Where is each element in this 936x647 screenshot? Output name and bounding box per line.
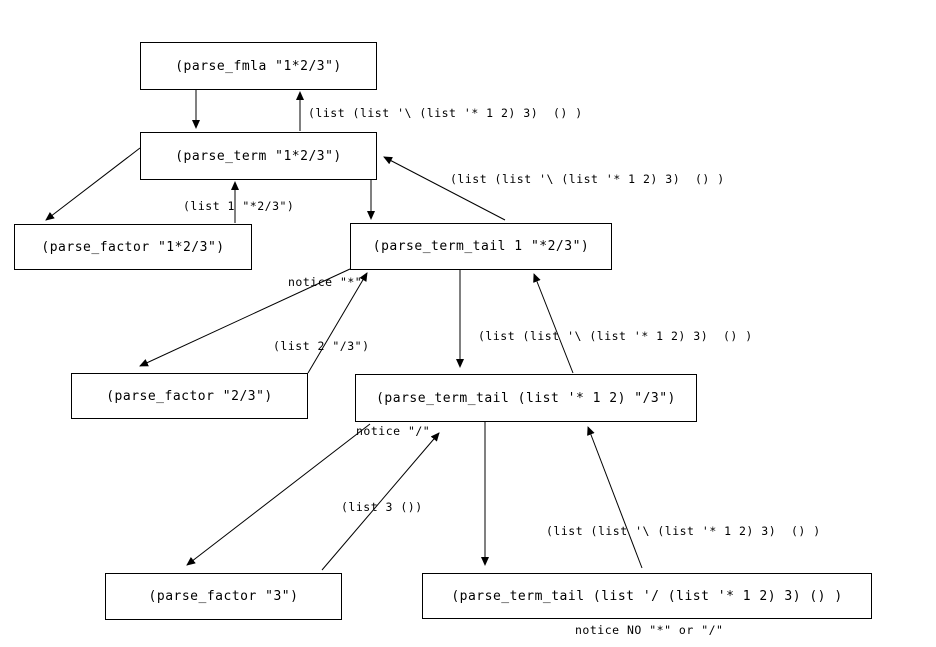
node-parse-term-tail-3: (parse_term_tail (list '/ (list '* 1 2) … bbox=[422, 573, 872, 619]
node-parse-term-tail-2: (parse_term_tail (list '* 1 2) "/3") bbox=[355, 374, 697, 422]
node-parse-factor-1: (parse_factor "1*2/3") bbox=[14, 224, 252, 270]
arrow-call-term-tail2-to-factor3 bbox=[186, 423, 371, 566]
edge-label-return-term-tail3-to-term-tail2: (list (list '\ (list '* 1 2) 3) () ) bbox=[546, 524, 821, 538]
edge-label-return-factor2-to-term-tail1: (list 2 "/3") bbox=[273, 339, 370, 353]
edge-label-return-term-tail2-to-term-tail1: (list (list '\ (list '* 1 2) 3) () ) bbox=[478, 329, 753, 343]
edge-label-return-factor3-to-term-tail2: (list 3 ()) bbox=[341, 500, 423, 514]
annotation-notice-no-star-or-slash: notice NO "*" or "/" bbox=[575, 623, 724, 637]
edge-label-return-term-tail1-to-term: (list (list '\ (list '* 1 2) 3) () ) bbox=[450, 172, 725, 186]
edge-label-return-term-to-fmla: (list (list '\ (list '* 1 2) 3) () ) bbox=[308, 106, 583, 120]
node-parse-factor-3: (parse_factor "3") bbox=[105, 573, 342, 620]
edge-label-return-factor1-to-term: (list 1 "*2/3") bbox=[183, 199, 295, 213]
arrow-return-term-tail1-to-term bbox=[383, 156, 506, 221]
node-parse-term: (parse_term "1*2/3") bbox=[140, 132, 377, 180]
annotation-notice-star: notice "*" bbox=[288, 275, 363, 289]
arrow-return-factor3-to-term-tail2 bbox=[321, 432, 440, 571]
arrow-return-term-tail2-to-term-tail1 bbox=[533, 273, 574, 374]
arrow-return-factor2-to-term-tail1 bbox=[307, 272, 368, 374]
arrow-call-term-to-factor1 bbox=[45, 147, 141, 221]
node-parse-fmla: (parse_fmla "1*2/3") bbox=[140, 42, 377, 90]
annotation-notice-slash: notice "/" bbox=[356, 424, 431, 438]
arrow-call-term-tail1-to-factor2 bbox=[139, 268, 351, 367]
node-parse-factor-2: (parse_factor "2/3") bbox=[71, 373, 308, 419]
node-parse-term-tail-1: (parse_term_tail 1 "*2/3") bbox=[350, 223, 612, 270]
arrow-return-term-tail3-to-term-tail2 bbox=[587, 426, 643, 569]
